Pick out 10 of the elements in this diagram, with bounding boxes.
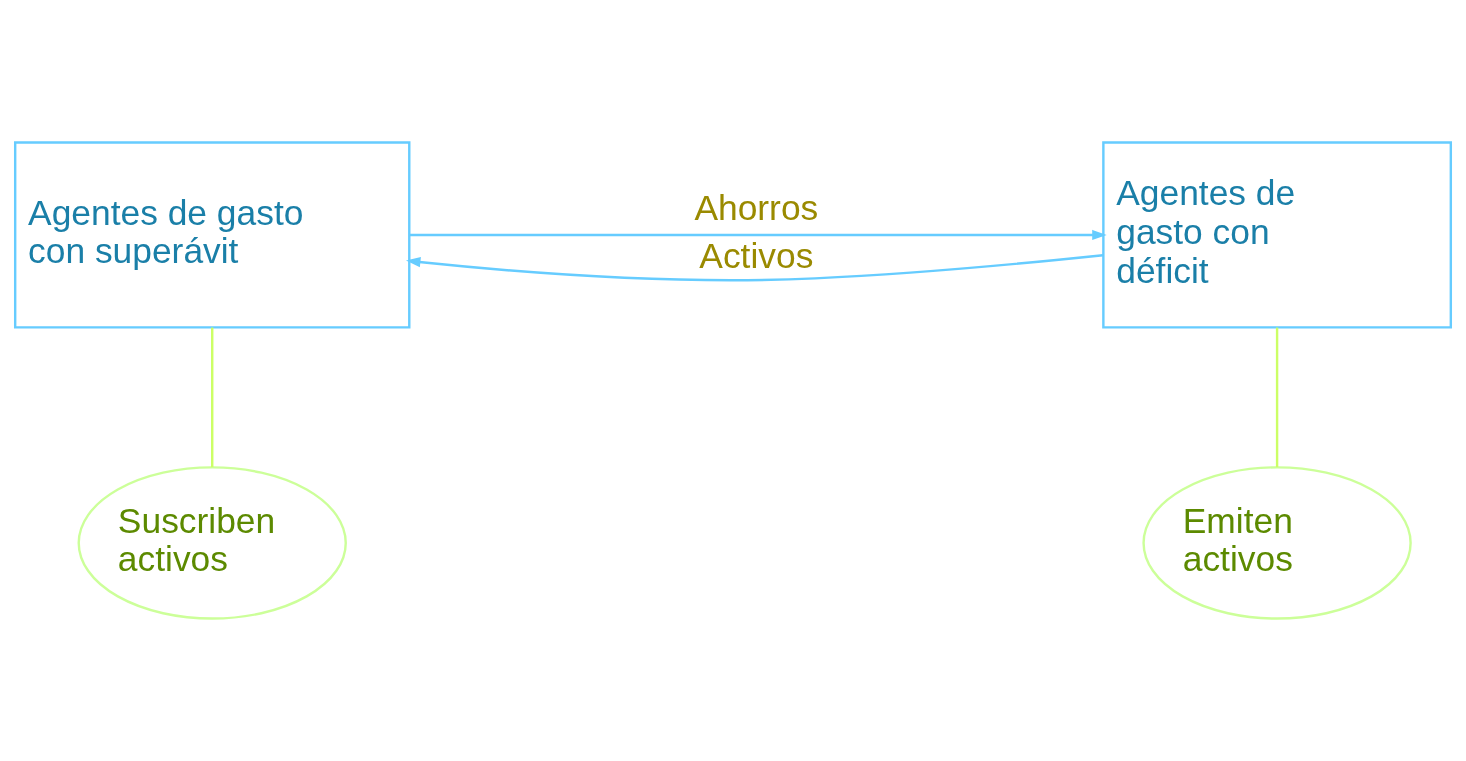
node-ellipse: Suscriben activos	[77, 466, 347, 620]
edge-label: Ahorros	[694, 187, 819, 227]
connector	[1275, 327, 1279, 468]
edge-label: Activos	[699, 236, 814, 276]
connector	[211, 327, 214, 468]
node-ellipse: Emiten activos	[1142, 466, 1412, 620]
arrow	[409, 229, 1107, 240]
node-box: Agentes de gasto con déficit	[1102, 141, 1453, 329]
node-box: Agentes de gasto con superávit	[13, 141, 411, 329]
arrow	[406, 254, 1104, 282]
